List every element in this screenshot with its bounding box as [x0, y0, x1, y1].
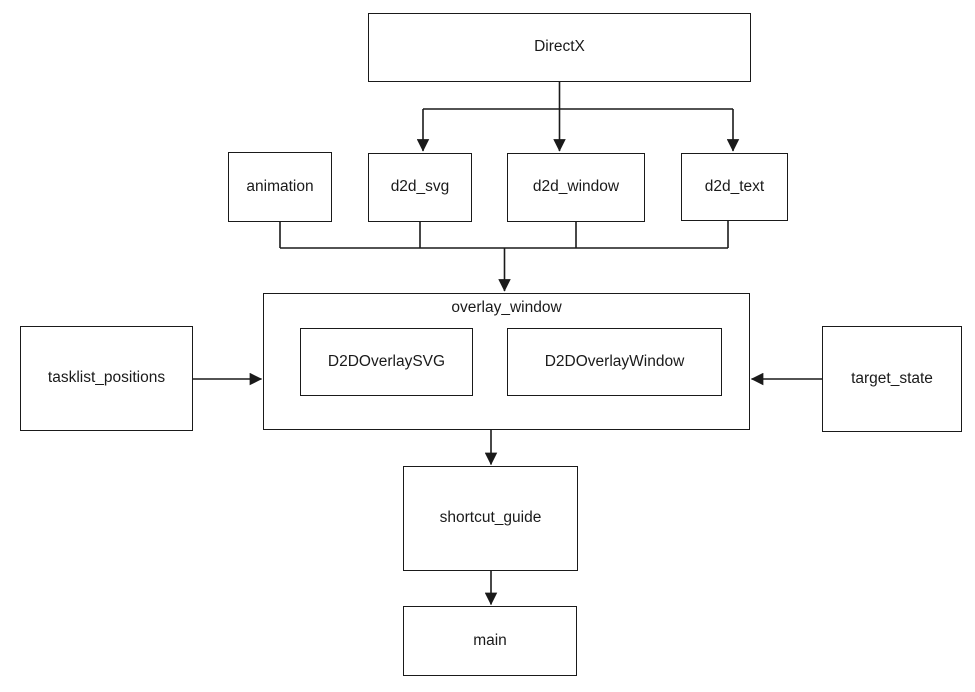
node-main-label: main [473, 631, 507, 649]
node-shortcut-guide-label: shortcut_guide [439, 509, 542, 527]
node-d2d-svg: d2d_svg [368, 153, 472, 222]
node-tasklist-positions-label: tasklist_positions [47, 369, 166, 387]
node-target-state-label: target_state [851, 369, 933, 387]
node-shortcut-guide: shortcut_guide [403, 466, 578, 571]
node-d2d-window-label: d2d_window [532, 178, 620, 196]
node-target-state: target_state [822, 326, 962, 432]
node-d2d-svg-label: d2d_svg [390, 178, 450, 196]
node-d2d-window: d2d_window [507, 153, 645, 222]
node-animation: animation [228, 152, 332, 222]
node-d2d-overlay-svg: D2DOverlaySVG [300, 328, 473, 396]
node-d2d-overlay-window: D2DOverlayWindow [507, 328, 722, 396]
node-overlay-window-label: overlay_window [451, 299, 562, 316]
node-d2d-overlay-svg-label: D2DOverlaySVG [327, 352, 446, 370]
node-d2d-overlay-window-label: D2DOverlayWindow [544, 352, 685, 370]
node-directx: DirectX [368, 13, 751, 82]
node-directx-label: DirectX [534, 38, 585, 56]
node-tasklist-positions: tasklist_positions [20, 326, 193, 431]
node-animation-label: animation [246, 177, 314, 195]
node-d2d-text-label: d2d_text [704, 177, 765, 195]
node-d2d-text: d2d_text [681, 153, 788, 221]
node-main: main [403, 606, 577, 676]
